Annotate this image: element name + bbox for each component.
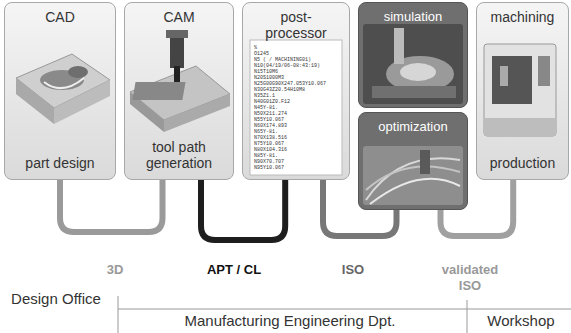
step-title: optimization: [378, 119, 447, 135]
department-label: Workshop: [472, 310, 570, 331]
illustration-part: [538, 56, 550, 86]
cam-setup: [130, 30, 230, 132]
flow-label: 3D: [92, 262, 138, 278]
step-panel: machining production: [476, 2, 569, 180]
department-label: Manufacturing Engineering Dpt.: [125, 310, 455, 331]
department-label: Design Office: [8, 288, 104, 309]
nc-code-line: N10(04/19/06-08:43:19): [254, 63, 320, 69]
step-title: machining: [491, 9, 555, 25]
illustration-part: [166, 30, 188, 38]
illustration-part: [366, 166, 460, 190]
nc-code-line: N35Z1.1: [254, 93, 275, 99]
nc-code-line: N95Y10.067: [254, 165, 284, 171]
illustration-part: [420, 150, 430, 174]
illustration-part: [366, 158, 460, 200]
cad-part: [16, 54, 110, 124]
flow-label: APT / CL: [188, 262, 280, 278]
illustration-part: [16, 54, 110, 108]
department-axis: [118, 296, 571, 333]
machine-tool: [484, 44, 556, 136]
nc-code-line: N70X138.516: [254, 135, 287, 141]
nc-code-line: N40G01Z0.F12: [254, 99, 290, 105]
illustration-part: [500, 66, 508, 86]
flow-connector: [201, 180, 285, 240]
nc-code-line: N55Y10.067: [254, 117, 284, 123]
illustration-part: [372, 86, 456, 98]
simulation-image: [363, 24, 463, 104]
illustration-part: [16, 78, 54, 124]
illustration-part: [386, 56, 454, 92]
nc-code-line: N80X104.316: [254, 147, 287, 153]
illustration-part: [164, 94, 230, 132]
nc-code-line: N75Y10.067: [254, 141, 284, 147]
code-sheet: [250, 40, 342, 175]
illustration-part: [130, 66, 230, 120]
illustration-part: [363, 24, 463, 104]
nc-code-line: N60X174.893: [254, 123, 287, 129]
step-panel: CAD part design: [4, 2, 116, 180]
nc-code-line: N30G43Z20.54H10M8: [254, 87, 305, 93]
illustration-part: [484, 118, 556, 136]
nc-code-line: N20S1000M3: [254, 75, 284, 81]
illustration-part: [250, 40, 342, 175]
illustration-part: [40, 70, 84, 90]
illustration-part: [394, 28, 404, 64]
illustration-part: [132, 82, 185, 100]
illustration-part: [174, 66, 180, 82]
nc-code-line: N25G00G90X247.053Y10.067: [254, 81, 326, 87]
illustration-part: [484, 44, 556, 136]
illustration-part: [68, 66, 88, 78]
illustration-part: [363, 146, 463, 205]
nc-code-line: N45Y-81.: [254, 105, 278, 111]
illustration-part: [44, 78, 84, 88]
nc-code-line: O1245: [254, 51, 269, 57]
illustration-part: [400, 63, 436, 81]
step-caption: production: [490, 155, 555, 171]
optimization-image: [363, 146, 463, 205]
dark-step-box: simulation: [358, 2, 468, 108]
step-title: simulation: [384, 9, 443, 25]
nc-code-line: N5 ( / MACHINING01): [254, 57, 311, 63]
step-caption: tool path generation: [128, 139, 230, 171]
illustration-part: [170, 34, 184, 68]
illustration-part: [118, 296, 119, 333]
illustration-part: [467, 300, 468, 333]
nc-code-line: N15T10M6: [254, 69, 278, 75]
illustration-part: [54, 80, 110, 124]
step-panel: CAM tool path generation: [124, 2, 234, 180]
nc-code-line: N50X211.274: [254, 111, 287, 117]
illustration-part: [370, 179, 460, 204]
nc-code-line: N90X70.707: [254, 159, 284, 165]
step-title: CAD: [45, 9, 75, 25]
illustration-part: [130, 92, 164, 132]
step-caption: part design: [25, 155, 94, 171]
step-title: post-processor: [257, 9, 335, 41]
nc-code-line: N65Y-81.: [254, 129, 278, 135]
illustration-part: [118, 309, 571, 310]
nc-code-line: N85Y-81.: [254, 153, 278, 159]
illustration-part: [492, 56, 532, 104]
flow-label: ISO: [328, 262, 378, 278]
dark-step-box: optimization: [358, 112, 468, 210]
nc-code-line: %: [254, 45, 257, 51]
flow-connector: [60, 180, 163, 232]
step-title: CAM: [163, 9, 194, 25]
flow-label: validated ISO: [435, 262, 505, 294]
